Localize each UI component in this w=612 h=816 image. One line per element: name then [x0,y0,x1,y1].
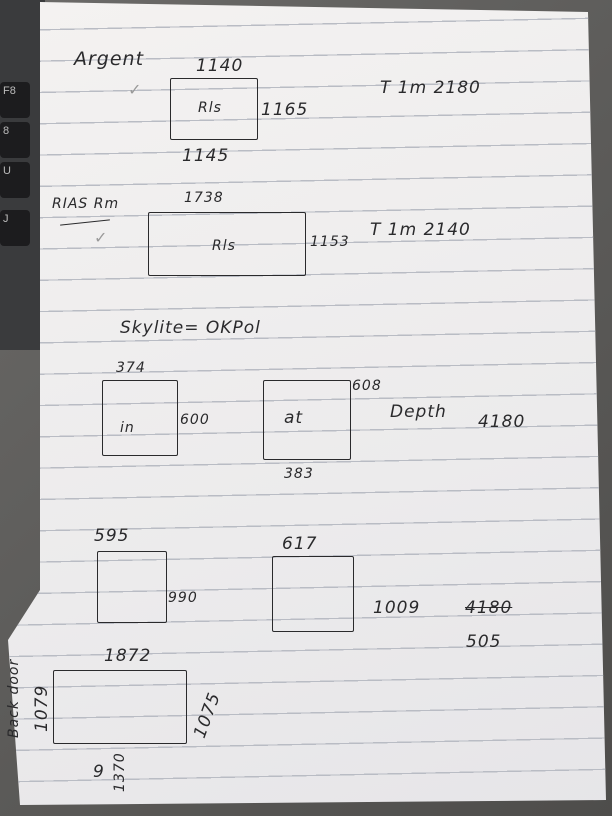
dimension-right: 1165 [261,100,309,120]
note: T 1m 2180 [380,78,481,98]
laptop-keyboard: F8 8 U J [0,0,45,350]
dimension-prefix: 9 [93,762,105,782]
room-box [148,212,306,276]
heading-back-door: Back door [6,658,22,738]
room-label: Rls [198,100,222,116]
check-mark-icon: ✓ [94,230,108,247]
dimension-top: 595 [94,526,130,546]
room-box [272,556,354,632]
dimension-right: 990 [168,590,198,606]
dimension-right: 608 [352,378,382,394]
dimension-top: 1738 [184,190,224,206]
heading-argent: Argent [74,48,145,70]
room-label: at [284,408,304,428]
struck-value: 4180 [465,598,513,618]
note: T 1m 2140 [370,220,471,240]
depth-label: Depth [390,402,447,422]
room-box [53,670,187,744]
depth-value: 4180 [478,412,526,432]
room-box [170,78,258,140]
key: U [0,162,30,198]
room-box-at [263,380,351,460]
dimension-top: 617 [282,534,318,554]
dimension-left: 1079 [32,684,52,732]
check-mark-icon: ✓ [128,82,142,99]
dimension-right: 1153 [310,234,350,250]
room-box-in [102,380,178,456]
heading-skylite: Skylite= OKPol [120,318,261,338]
dimension-bottom: 1370 [112,752,128,792]
dimension-bottom: 1145 [182,146,230,166]
dimension-right: 600 [180,412,210,428]
dimension-top: 374 [116,360,146,376]
dimension-bottom: 383 [284,466,314,482]
heading-rias: RIAS Rm [52,196,120,212]
key: 8 [0,122,30,158]
room-label: in [120,420,135,436]
dimension-top: 1140 [196,56,244,76]
key: J [0,210,30,246]
room-box [97,551,167,623]
dimension-top: 1872 [104,646,152,666]
dimension-value: 1009 [373,598,421,618]
corrected-value: 505 [466,632,502,652]
key: F8 [0,82,30,118]
room-label: Rls [212,238,236,254]
